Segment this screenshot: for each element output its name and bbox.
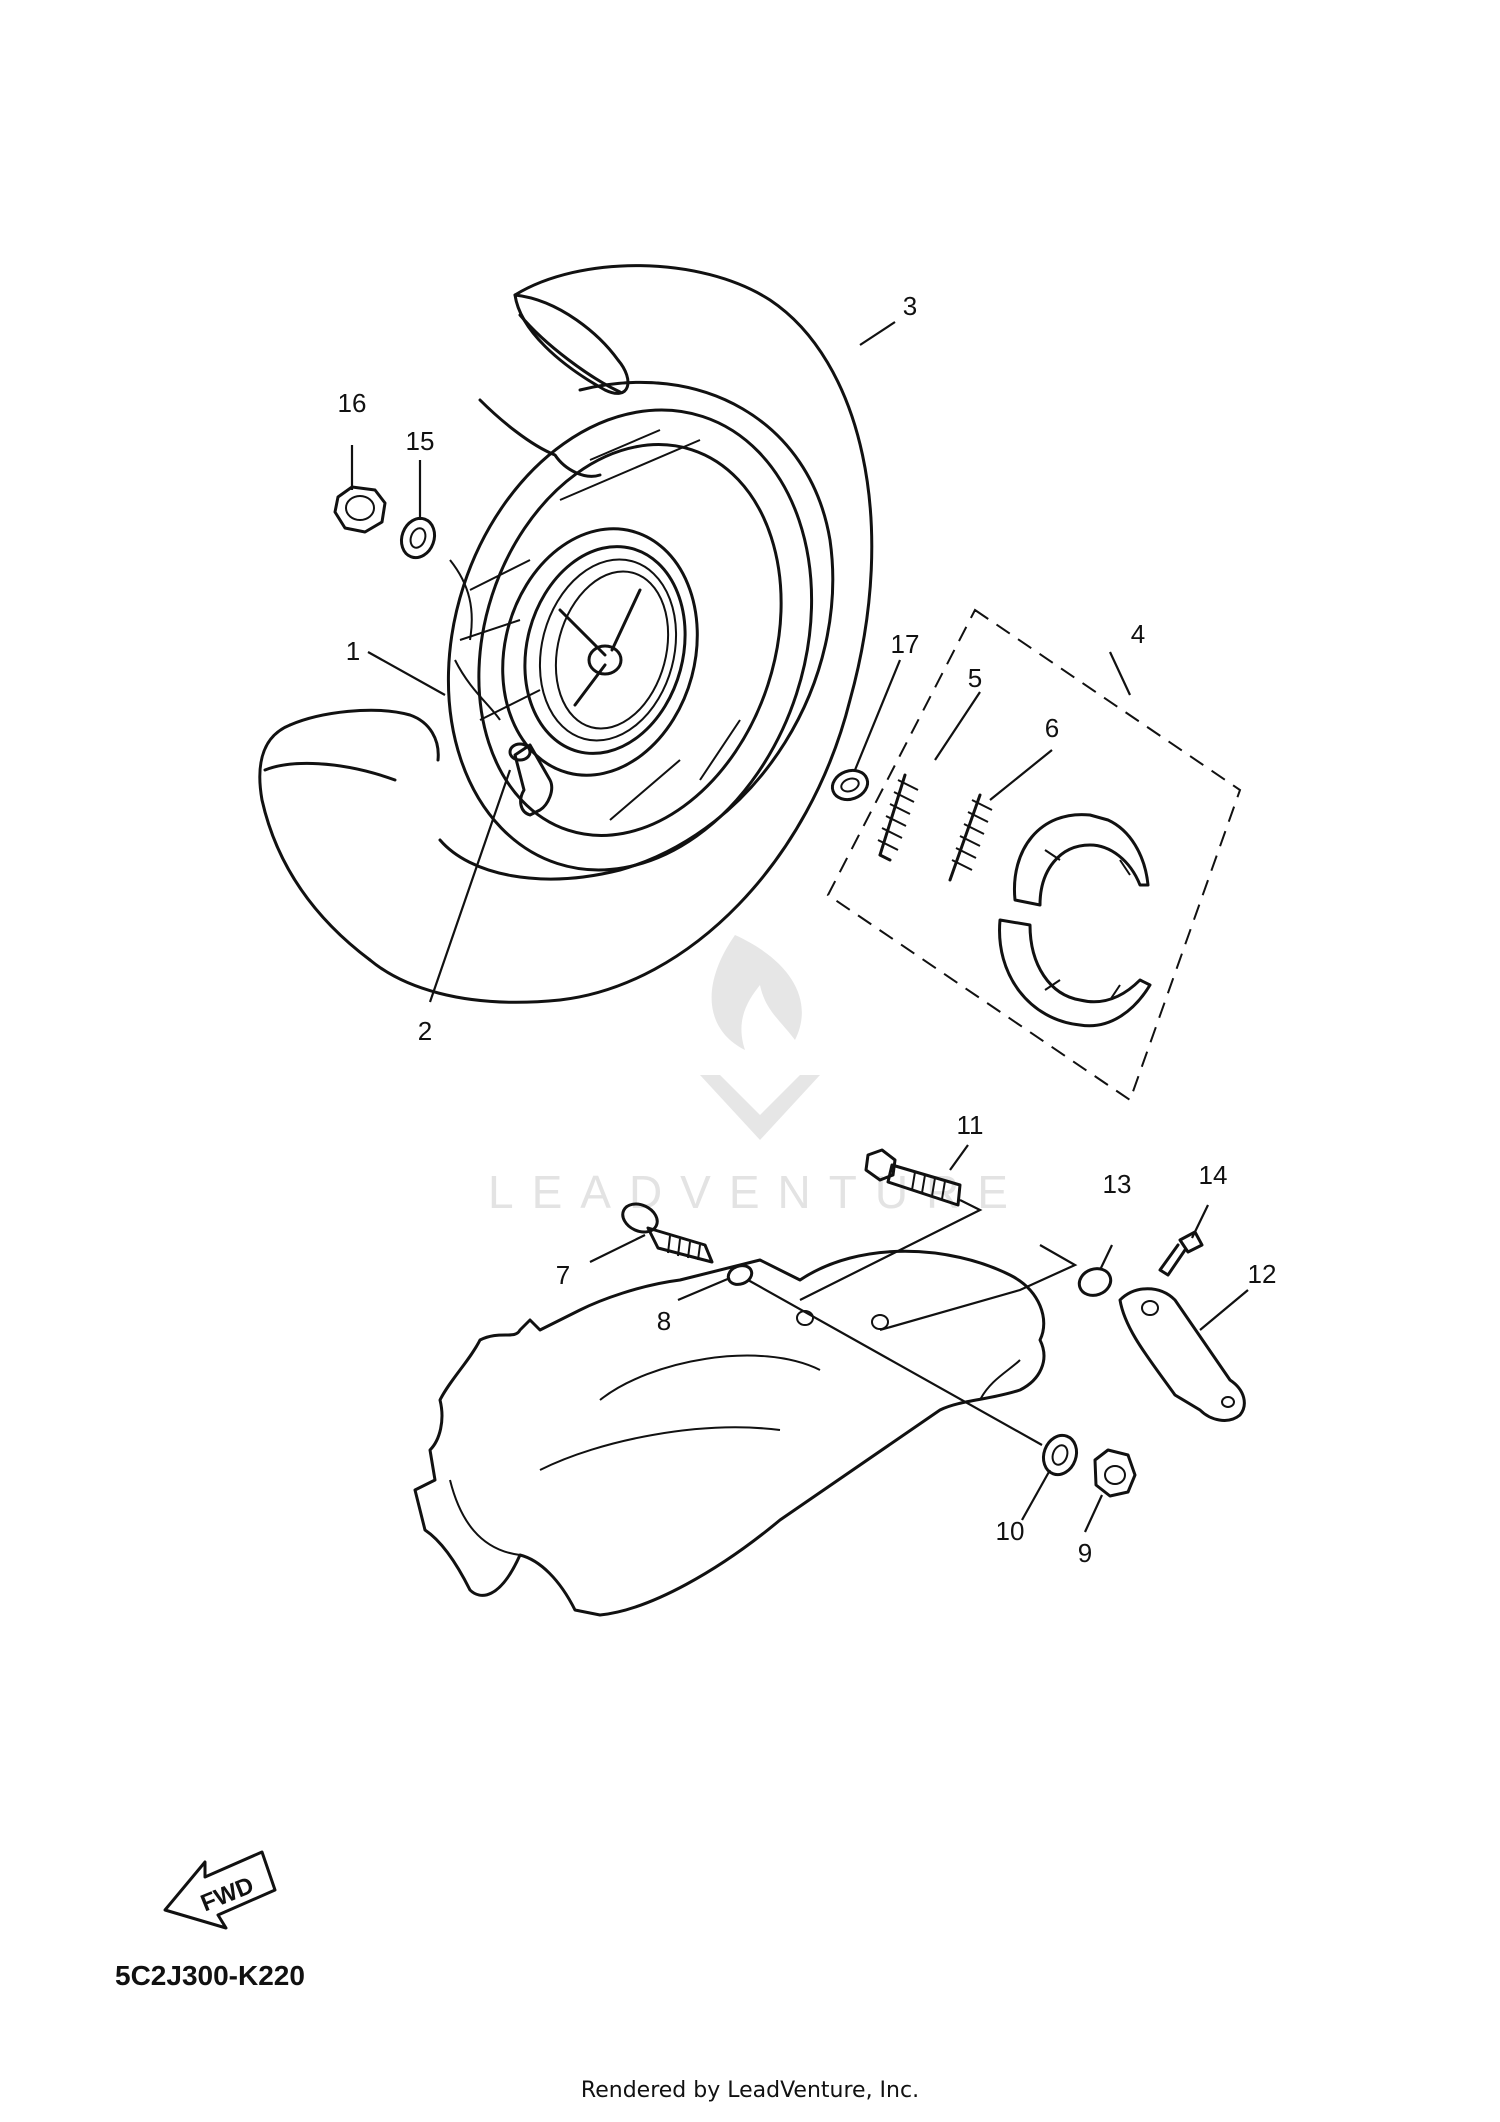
- brake-spring-6[interactable]: [948, 793, 993, 882]
- assembly-lines: [747, 1199, 1078, 1446]
- callout-15: 15: [406, 426, 435, 456]
- brake-shoe-kit[interactable]: [826, 608, 1242, 1102]
- watermark-logo: LEADVENTURE: [488, 935, 1026, 1218]
- bracket[interactable]: [1118, 1287, 1246, 1422]
- render-credit: Rendered by LeadVenture, Inc.: [580, 2078, 920, 2103]
- leader-lines: [350, 321, 1249, 1533]
- callout-8: 8: [657, 1306, 671, 1336]
- callout-17: 17: [891, 629, 920, 659]
- callout-5: 5: [968, 663, 982, 693]
- callout-2: 2: [418, 1016, 432, 1046]
- axle-nut[interactable]: [333, 485, 387, 534]
- watermark-text: LEADVENTURE: [488, 1166, 1026, 1218]
- nut-9[interactable]: [1093, 1448, 1137, 1498]
- brake-spring-5[interactable]: [877, 773, 919, 862]
- wheel-hub[interactable]: [476, 507, 724, 798]
- callout-4: 4: [1131, 619, 1145, 649]
- callout-12: 12: [1248, 1259, 1277, 1289]
- diagram-code: 5C2J300-K220: [115, 1960, 305, 1991]
- washer-17[interactable]: [828, 766, 871, 805]
- washer-15[interactable]: [396, 514, 440, 563]
- bolt-11[interactable]: [864, 1148, 962, 1207]
- callout-6: 6: [1045, 713, 1059, 743]
- wheel-rim[interactable]: [391, 362, 869, 917]
- transmission-case[interactable]: [413, 1249, 1046, 1617]
- valve-stem[interactable]: [508, 742, 554, 817]
- callout-11: 11: [957, 1110, 984, 1140]
- callout-1: 1: [346, 636, 360, 666]
- washer-10[interactable]: [1038, 1431, 1082, 1480]
- callout-13: 13: [1103, 1169, 1132, 1199]
- callout-14: 14: [1199, 1160, 1228, 1190]
- callout-16: 16: [338, 388, 367, 418]
- stud-bolt[interactable]: [618, 1199, 714, 1264]
- callout-3: 3: [903, 291, 917, 321]
- bolt-14[interactable]: [1158, 1230, 1204, 1277]
- callout-7: 7: [556, 1260, 570, 1290]
- callout-labels: 16 15 3 1 2 4 17 5 6 7 8 11 13 14 12 10 …: [338, 291, 1277, 1568]
- callout-9: 9: [1078, 1538, 1092, 1568]
- tire[interactable]: [258, 264, 874, 1004]
- fwd-direction-arrow: FWD: [163, 1850, 277, 1930]
- callout-10: 10: [996, 1516, 1025, 1546]
- washer-13[interactable]: [1076, 1264, 1115, 1299]
